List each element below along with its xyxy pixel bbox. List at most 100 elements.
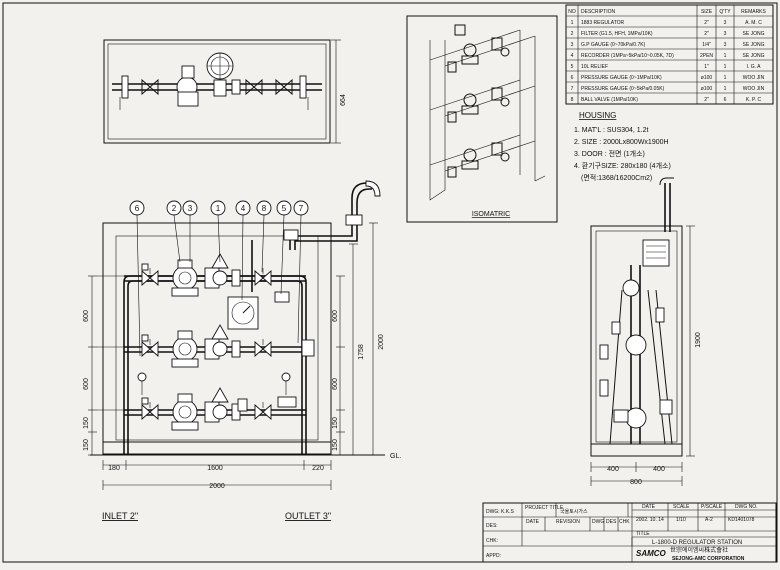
bom-cell: PRESSURE GAUGE (0~5kPa/0.05K) [581, 86, 665, 92]
bom-header-cell: REMARKS [741, 9, 766, 15]
front-bottom-dimensions [102, 460, 332, 490]
sheet-border [2, 2, 778, 563]
front-left-dimensions [88, 275, 124, 456]
dim-bottom-2000: 2000 [209, 483, 225, 490]
bom-cell: PRESSURE GAUGE (0~1MPa/10K) [581, 75, 662, 81]
bom-cell: 2" [704, 97, 709, 103]
regulator-run [124, 387, 306, 431]
bom-cell: A. M. C [745, 20, 762, 26]
bom-header-cell: Q'TY [719, 9, 731, 15]
item-balloon [235, 200, 251, 216]
dim-left-150-a: 150 [83, 417, 90, 429]
tb-appd-label: APPD: [486, 553, 501, 559]
dim-side-400-right: 400 [653, 466, 665, 473]
ground-level-label: GL. [390, 453, 401, 460]
tb-dwgno-value: KD1401078 [728, 517, 755, 523]
tb-date-col: DATE [526, 519, 540, 525]
dim-right-1758: 1758 [358, 344, 365, 360]
dim-side-1900: 1900 [695, 332, 702, 348]
bom-cell: G.P GAUGE (0~70kPa/0.7K) [581, 42, 646, 48]
item-balloon-number: 6 [135, 204, 140, 213]
inlet-label: INLET 2" [102, 511, 138, 521]
item-balloon [210, 200, 226, 216]
dim-top-height: 664 [340, 94, 347, 106]
tb-date-value: 2002. 10. 14 [636, 517, 664, 523]
dim-left-600-lower: 600 [83, 378, 90, 390]
tb-dwgno-label: DWG NO. [735, 504, 758, 510]
tb-pscale-label: P/SCALE [701, 504, 723, 510]
item-balloon-number: 1 [216, 204, 221, 213]
housing-note-3: 3. DOOR : 전면 (1개소) [574, 149, 645, 158]
bom-cell: 2" [704, 20, 709, 26]
company-logo: SAMCO [636, 549, 667, 558]
isometric-view: ISOMATRIC [406, 15, 558, 223]
bom-cell: RECORDER (1MPa~5kPa/10~0.05K, 7D) [581, 53, 674, 59]
dim-right-150-b: 150 [332, 439, 339, 451]
bom-cell: 4 [571, 53, 574, 59]
bom-cell: 1 [724, 86, 727, 92]
side-elevation: 1900 400 400 800 [590, 177, 702, 486]
bom-cell: 2" [704, 31, 709, 37]
item-balloon [293, 200, 309, 216]
item-balloon-number: 4 [241, 204, 246, 213]
tb-project-title-label: PROJECT TITLE [525, 505, 564, 511]
outlet-label: OUTLET 3" [285, 511, 331, 521]
bom-cell: BALL VALVE (1MPa/10K) [581, 97, 638, 103]
dim-bottom-1600: 1600 [207, 465, 223, 472]
item-balloon [129, 200, 145, 216]
bom-cell: 10L RELIEF [581, 64, 608, 70]
tb-scale-value: 1/10 [676, 517, 686, 523]
bom-cell: 1 [724, 75, 727, 81]
item-balloon [276, 200, 292, 216]
housing-title: HOUSING [579, 111, 616, 120]
bom-cell: K. P. C [746, 97, 762, 103]
bom-header-cell: DESCRIPTION [581, 9, 616, 15]
item-balloon-number: 3 [188, 204, 193, 213]
housing-note-2: 2. SIZE : 2000Lx800Wx1900H [574, 139, 669, 146]
isometric-label: ISOMATRIC [472, 211, 510, 218]
bom-cell: 7 [571, 86, 574, 92]
dim-side-400-left: 400 [607, 466, 619, 473]
item-balloon [182, 200, 198, 216]
tb-date-label: DATE [642, 504, 656, 510]
tb-project-title: 국울토시가스 [560, 508, 588, 515]
bom-cell: 3 [724, 20, 727, 26]
bom-cell: ø100 [701, 75, 713, 81]
regulator-run [124, 253, 306, 297]
bom-cell: 8 [571, 97, 574, 103]
front-right-dimensions [336, 222, 378, 456]
tb-title-label: TITLE [636, 531, 650, 537]
bom-cell: SE JONG [743, 53, 765, 59]
tb-title-value: L-1800-D REGULATOR STATION [652, 540, 742, 546]
dim-left-600-upper: 600 [83, 310, 90, 322]
bom-cell: SE JONG [743, 31, 765, 37]
dim-right-600-lower: 600 [332, 378, 339, 390]
bom-cell: WOO JIN [743, 75, 765, 81]
bom-header-cell: NO [568, 9, 576, 15]
item-balloon-number: 8 [262, 204, 267, 213]
bom-cell: 6 [571, 75, 574, 81]
bom-cell: 3 [724, 31, 727, 37]
item-balloon [166, 200, 182, 216]
title-block: DWG: K.K.S PROJECT TITLE 국울토시가스 DATE SCA… [482, 502, 777, 563]
company-name-english: SEJONG-AMC CORPORATION [672, 556, 745, 562]
dim-bottom-180: 180 [108, 465, 120, 472]
tb-chk-col: CHK [619, 519, 630, 525]
dim-side-800: 800 [630, 479, 642, 486]
housing-notes: HOUSING 1. MAT'L : SUS304, 1.2t 2. SIZE … [574, 111, 671, 182]
bom-cell: SE JONG [743, 42, 765, 48]
tb-scale-label: SCALE [673, 504, 690, 510]
housing-note-5: (면적:1368/16200Cm2) [581, 173, 652, 182]
tb-pscale-value: A-2 [705, 517, 713, 523]
tb-des-label: DES: [486, 523, 498, 529]
regulator-run [124, 324, 306, 368]
dim-left-150-b: 150 [83, 439, 90, 451]
housing-note-4: 4. 환기구SIZE: 280x180 (4개소) [574, 161, 671, 170]
bom-cell: 1/4" [702, 42, 711, 48]
bom-cell: WOO JIN [743, 86, 765, 92]
bom-cell: I. G. A [747, 64, 762, 70]
dim-right-2000: 2000 [378, 334, 385, 350]
